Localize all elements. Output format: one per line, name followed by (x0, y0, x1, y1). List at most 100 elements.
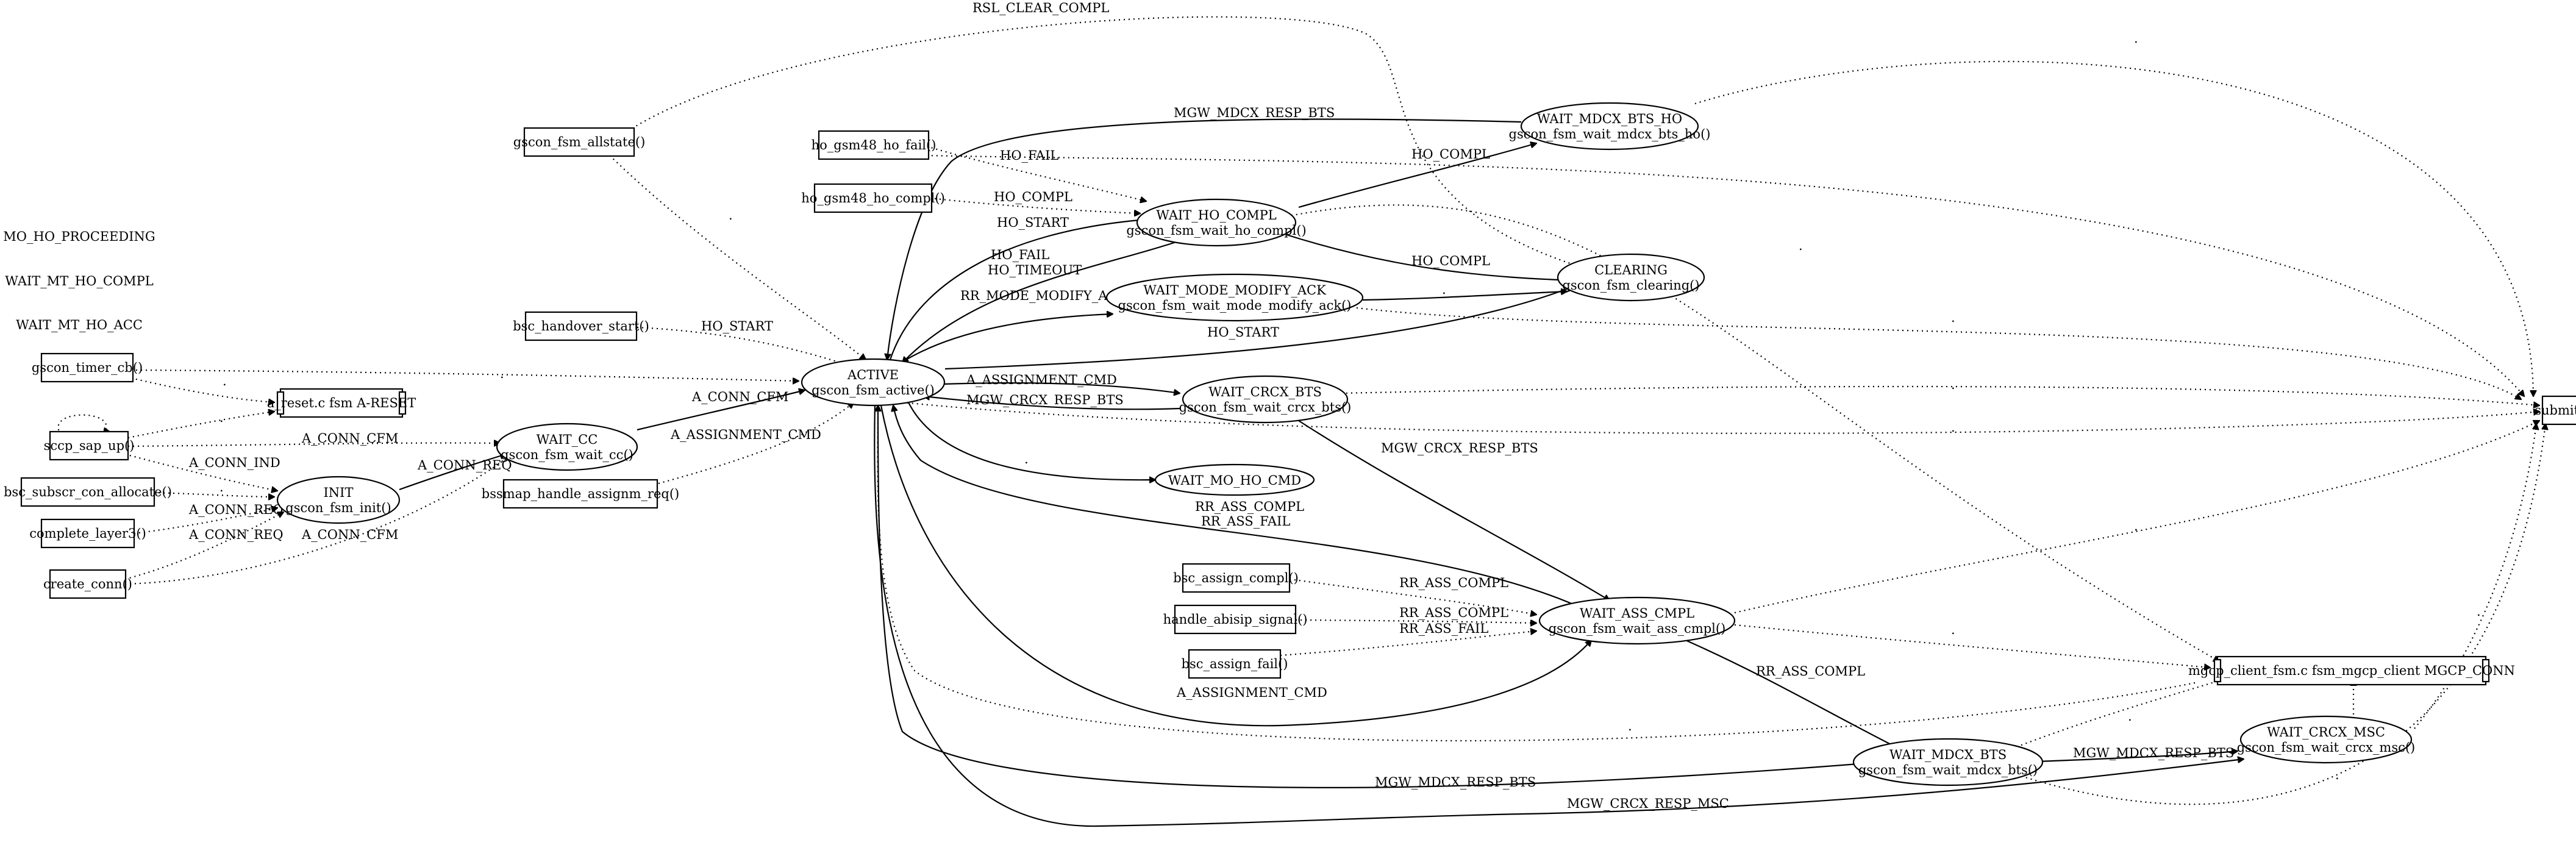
svg-text:gscon_fsm_wait_mdcx_bts_ho(): gscon_fsm_wait_mdcx_bts_ho() (1509, 127, 1711, 141)
node-mo-ho-proceeding: MO_HO_PROCEEDING (3, 229, 155, 244)
node-wait-mt-ho-acc: WAIT_MT_HO_ACC (16, 318, 143, 332)
edge-bssmap-active (658, 402, 854, 485)
edge-ho-fail-wait-ho-compl (926, 145, 1146, 201)
edge-label-rsl-clear-compl: RSL_CLEAR_COMPL (972, 1, 1109, 15)
node-clearing: CLEARING gscon_fsm_clearing() (1557, 253, 1705, 302)
edge-label-dot: . (2128, 709, 2132, 724)
edge-sccp-a-reset (127, 412, 274, 439)
svg-text:gscon_fsm_wait_ho_compl(): gscon_fsm_wait_ho_compl() (1126, 223, 1306, 238)
edge-active-wait-ho-compl (889, 219, 1146, 360)
node-init: INIT gscon_fsm_init() (276, 476, 401, 524)
edge-label-rr-ass-compl-fail-1: RR_ASS_COMPL (1195, 499, 1304, 514)
node-bssmap-handle-assignm-req: bssmap_handle_assignm_req() (482, 479, 679, 509)
edge-label-dot: . (2134, 519, 2138, 533)
edge-ass-cmpl-mdcx-bts (1682, 638, 1899, 749)
edge-ho-fail-submit (926, 154, 2524, 396)
node-bsc-subscr-con-allocate: bsc_subscr_con_allocate() (4, 477, 172, 507)
edge-abisip-ass-cmpl (1295, 619, 1536, 623)
edge-create-conn-init (124, 512, 284, 580)
edge-active-mode-modify (896, 314, 1113, 366)
svg-text:gscon_fsm_init(): gscon_fsm_init() (285, 501, 391, 515)
edge-wait-ho-compl-mgcp (1286, 204, 2219, 661)
edge-label-ho-compl-3: HO_COMPL (1411, 254, 1490, 268)
edge-mode-modify-submit (1356, 307, 2521, 399)
edge-label-mgw-mdcx-resp-bts-ho: MGW_MDCX_RESP_BTS (1174, 105, 1335, 120)
edge-ho-compl-wait-ho-compl (929, 197, 1140, 213)
edge-allstate-clearing (627, 16, 1585, 268)
svg-text:WAIT_CRCX_BTS: WAIT_CRCX_BTS (1208, 385, 1322, 399)
svg-text:bsc_subscr_con_allocate(): bsc_subscr_con_allocate() (4, 485, 172, 499)
svg-text:gscon_fsm_clearing(): gscon_fsm_clearing() (1562, 278, 1699, 293)
edge-label-ho-timeout: HO_TIMEOUT (988, 263, 1082, 277)
edge-crcx-bts-ass-cmpl (1298, 420, 1610, 601)
edge-label-dot: . (729, 208, 733, 223)
edge-timer-active (130, 369, 799, 381)
edge-wait-ho-compl-mdcx (1298, 143, 1536, 209)
node-wait-mdcx-bts: WAIT_MDCX_BTS gscon_fsm_wait_mdcx_bts() (1852, 738, 2044, 786)
svg-text:gscon_fsm_wait_mode_modify_ack: gscon_fsm_wait_mode_modify_ack() (1118, 298, 1352, 313)
edge-label-a-conn-cfm-2: A_CONN_CFM (691, 390, 788, 404)
edge-mdcx-bts-mgcp (2011, 677, 2232, 750)
edge-sccp-init (124, 453, 277, 491)
edge-ass-cmpl-active-dotted (878, 405, 2196, 742)
node-sccp-sap-up: sccp_sap_up() (44, 430, 135, 461)
svg-text:ho_gsm48_ho_fail(): ho_gsm48_ho_fail() (812, 138, 937, 152)
edge-label-mgw-crcx-resp-bts-2: MGW_CRCX_RESP_BTS (1381, 441, 1538, 455)
node-wait-cc: WAIT_CC gscon_fsm_wait_cc() (496, 422, 638, 471)
edge-init-wait-cc (399, 454, 506, 491)
edge-mode-modify-clearing (1362, 291, 1567, 301)
node-gscon-timer-cb: gscon_timer_cb() (32, 352, 143, 383)
node-wait-mode-modify-ack: WAIT_MODE_MODIFY_ACK gscon_fsm_wait_mode… (1105, 273, 1364, 322)
svg-text:gscon_fsm_allstate(): gscon_fsm_allstate() (513, 135, 646, 149)
svg-text:gscon_fsm_wait_cc(): gscon_fsm_wait_cc() (501, 447, 633, 462)
svg-text:sccp_sap_up(): sccp_sap_up() (44, 438, 135, 453)
svg-text:ho_gsm48_ho_compl(): ho_gsm48_ho_compl() (801, 191, 945, 205)
node-complete-layer3: complete_layer3() (29, 518, 146, 549)
edge-label-a-conn-req: A_CONN_REQ (417, 458, 512, 472)
edge-label-rr-ass-fail: RR_ASS_FAIL (1399, 621, 1488, 636)
edge-label-ho-start-3: HO_START (1207, 325, 1279, 340)
svg-text:WAIT_CC: WAIT_CC (537, 432, 598, 447)
node-ho-gsm48-ho-fail: ho_gsm48_ho_fail() (812, 130, 937, 160)
edge-label-a-assignment-cmd-2: A_ASSIGNMENT_CMD (670, 427, 821, 442)
svg-text:gscon_fsm_wait_ass_cmpl(): gscon_fsm_wait_ass_cmpl() (1549, 621, 1726, 636)
edge-label-dot: . (1951, 622, 1955, 637)
edge-label-dot: . (1951, 420, 1955, 435)
svg-text:bsc_assign_fail(): bsc_assign_fail() (1182, 657, 1288, 671)
edge-mdcx-bts-ho-active (887, 118, 1522, 360)
svg-text:ACTIVE: ACTIVE (847, 368, 899, 382)
node-handle-abisip-signal: handle_abisip_signal() (1163, 604, 1308, 635)
edge-label-mgw-mdcx-resp-bts-3: MGW_MDCX_RESP_BTS (2073, 746, 2234, 760)
edge-label-dot: . (219, 410, 224, 425)
svg-text:WAIT_HO_COMPL: WAIT_HO_COMPL (1156, 208, 1276, 223)
svg-text:handle_abisip_signal(): handle_abisip_signal() (1163, 612, 1308, 627)
edge-label-ho-fail-timeout: HO_FAIL (991, 248, 1049, 262)
svg-text:INIT: INIT (324, 485, 354, 500)
edge-label-ho-start: HO_START (997, 215, 1069, 230)
svg-text:gscon_fsm_active(): gscon_fsm_active() (812, 383, 935, 398)
edge-label-dot: . (2134, 31, 2138, 46)
node-a-reset: a_reset.c fsm A-RESET (267, 388, 416, 418)
edge-label-a-assignment-cmd: A_ASSIGNMENT_CMD (966, 373, 1117, 387)
edge-active-submit (902, 401, 2539, 434)
edge-label-a-conn-req-3: A_CONN_REQ (188, 527, 284, 542)
edge-label-a-assignment-cmd-3: A_ASSIGNMENT_CMD (1176, 685, 1327, 700)
edge-label-dot: . (1442, 282, 1446, 297)
edge-active-mo-ho-cmd (908, 402, 1155, 480)
edge-label-dot: . (2335, 768, 2339, 782)
edge-label-a-conn-cfm-3: A_CONN_CFM (301, 527, 398, 542)
edge-ass-cmpl-active (893, 405, 1586, 610)
edge-wait-cc-active (637, 390, 805, 431)
edge-label-rr-ass-compl-1: RR_ASS_COMPL (1399, 576, 1508, 590)
edge-label-dot: . (223, 374, 227, 388)
edge-crcx-bts-active (924, 396, 1180, 410)
edge-label-dot: . (500, 366, 504, 381)
edge-label-ho-start-2: HO_START (701, 319, 773, 333)
svg-text:submit_dtap(): submit_dtap() (2535, 403, 2576, 418)
svg-text:WAIT_CRCX_MSC: WAIT_CRCX_MSC (2267, 725, 2385, 740)
svg-text:CLEARING: CLEARING (1594, 263, 1668, 277)
edge-label-rr-ass-compl-2: RR_ASS_COMPL (1399, 605, 1508, 620)
svg-text:create_conn(): create_conn() (43, 577, 132, 591)
edge-label-dot: . (1799, 238, 1803, 253)
